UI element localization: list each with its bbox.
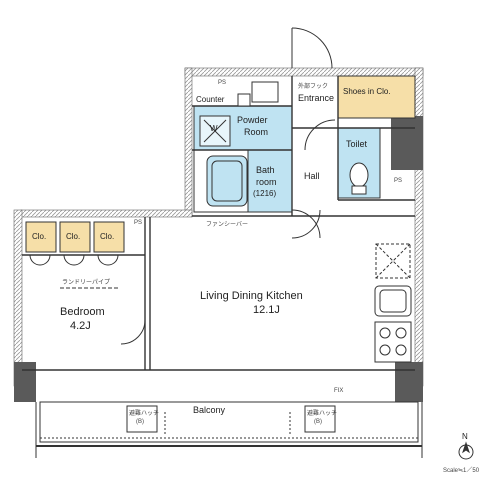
ps-label-right: PS [394, 178, 403, 184]
hatch-label-1a: 避難ハッチ [129, 411, 160, 417]
closet-label-shoes: Shoes in Clo. [343, 87, 391, 96]
ps-label-top: PS [218, 80, 227, 86]
hatch-label-2a: 避難ハッチ [307, 411, 338, 417]
structural-columns [14, 116, 423, 402]
balcony-structure [35, 401, 423, 458]
room-name-ldk: Living Dining Kitchen [200, 290, 303, 302]
counter-label: Counter [196, 95, 225, 104]
fixtures [199, 81, 412, 363]
room-size-ldk: 12.1J [253, 304, 280, 316]
room-size-bath: (1216) [253, 189, 277, 198]
room-name-powder-2: Room [244, 127, 269, 137]
north-label: N [462, 432, 468, 441]
door-swings [29, 27, 338, 345]
room-size-bedroom: 4.2J [70, 320, 91, 332]
closets [25, 75, 416, 253]
laundry-pipe-label: ランドリーパイプ [62, 280, 110, 286]
room-name-entrance: Entrance [298, 93, 335, 103]
exterior-walls [13, 67, 424, 387]
room-name-hall: Hall [304, 171, 320, 181]
fix-label: FIX [334, 388, 344, 394]
hook-label: 外部フック [298, 84, 329, 90]
room-name-bedroom: Bedroom [60, 306, 105, 318]
fan-label: ファンシーバー [206, 222, 248, 228]
room-name-bath-2: room [256, 177, 277, 187]
room-name-toilet: Toilet [346, 139, 368, 149]
hatch-label-2b: (B) [314, 419, 322, 425]
north-arrow-icon [458, 441, 474, 460]
ps-label-small: PS [134, 220, 143, 226]
interior-walls [22, 76, 415, 371]
closet-label-2: Clo. [66, 232, 81, 241]
closet-label-1: Clo. [32, 232, 47, 241]
closet-label-3: Clo. [100, 232, 115, 241]
scale-label: Scale≒1／50 [443, 468, 480, 474]
room-name-balcony: Balcony [193, 405, 226, 415]
room-name-powder-1: Powder [237, 115, 268, 125]
hatch-label-1b: (B) [136, 419, 144, 425]
room-name-bath-1: Bath [256, 165, 275, 175]
washer-label: W [210, 124, 218, 133]
